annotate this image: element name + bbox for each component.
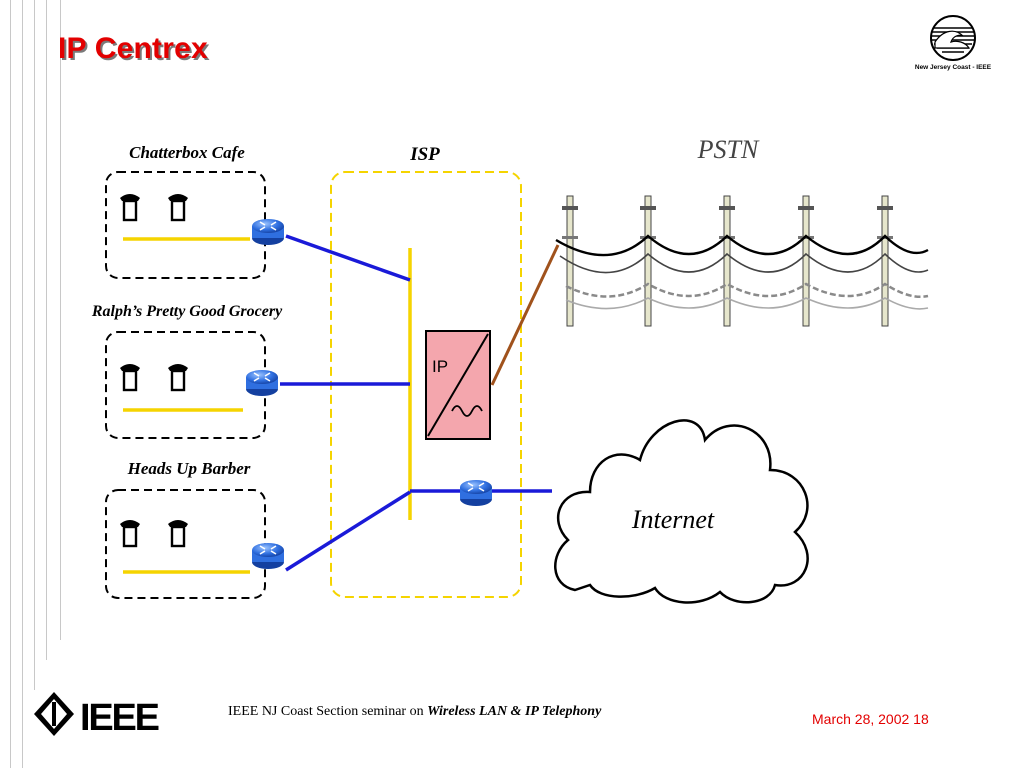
site-label-grocery: Ralph’s Pretty Good Grocery — [91, 303, 283, 320]
logo-caption: New Jersey Coast - IEEE — [914, 64, 992, 71]
telephone-pole-icon — [876, 195, 894, 327]
internet-cloud-icon — [554, 419, 809, 604]
telephone-pole-icon — [561, 195, 579, 327]
site-box-grocery — [105, 331, 266, 439]
nj-coast-logo: New Jersey Coast - IEEE — [905, 14, 1001, 80]
telephone-pole-icon — [639, 195, 657, 327]
router-icon — [245, 369, 279, 397]
nj-coast-wave-icon — [930, 15, 976, 61]
site-label-chatterbox: Chatterbox Cafe — [129, 143, 245, 162]
internet-label: Internet — [631, 505, 715, 534]
pstn-pole-line — [555, 195, 929, 327]
telephone-pole-icon — [718, 195, 736, 327]
isp-label: ISP — [409, 144, 440, 165]
phone-icon — [118, 518, 142, 548]
ip-centrex-diagram: Chatterbox Cafe Ralph’s Pretty Good Groc… — [91, 135, 929, 604]
analog-wave-icon — [451, 405, 483, 417]
phone-icon — [118, 362, 142, 392]
site-label-barber: Heads Up Barber — [127, 459, 251, 478]
slide-edge-line — [10, 0, 11, 768]
gateway-divider — [427, 333, 489, 437]
link-gateway-pstn — [490, 244, 560, 386]
phone-icon — [166, 192, 190, 222]
ieee-logo: IEEE — [32, 690, 162, 740]
slide-edge-line — [34, 0, 35, 690]
footer-seminar: IEEE NJ Coast Section seminar on Wireles… — [228, 704, 601, 720]
telephone-pole-icon — [797, 195, 815, 327]
footer-seminar-prefix: IEEE NJ Coast Section seminar on — [228, 704, 428, 719]
router-icon — [251, 542, 285, 570]
slide-edge-line — [22, 0, 23, 768]
ieee-diamond-icon: IEEE — [34, 692, 160, 739]
pstn-label: PSTN — [697, 135, 760, 164]
phone-icon — [166, 518, 190, 548]
slide-edge-line — [46, 0, 47, 660]
gateway-label: IP — [432, 357, 448, 376]
slide-edge-line — [60, 0, 61, 640]
phone-icon — [166, 362, 190, 392]
footer-date-page: March 28, 2002 18 — [812, 711, 929, 727]
site-box-chatterbox — [105, 171, 266, 279]
link-site1-isp — [285, 234, 411, 282]
link-site3-isp — [285, 490, 411, 572]
isp-router-icon — [459, 479, 493, 507]
phone-icon — [118, 192, 142, 222]
footer-seminar-topic: Wireless LAN & IP Telephony — [427, 704, 602, 719]
slide-title: IP Centrex — [58, 32, 208, 65]
ieee-wordmark: IEEE — [80, 697, 160, 739]
router-icon — [251, 218, 285, 246]
